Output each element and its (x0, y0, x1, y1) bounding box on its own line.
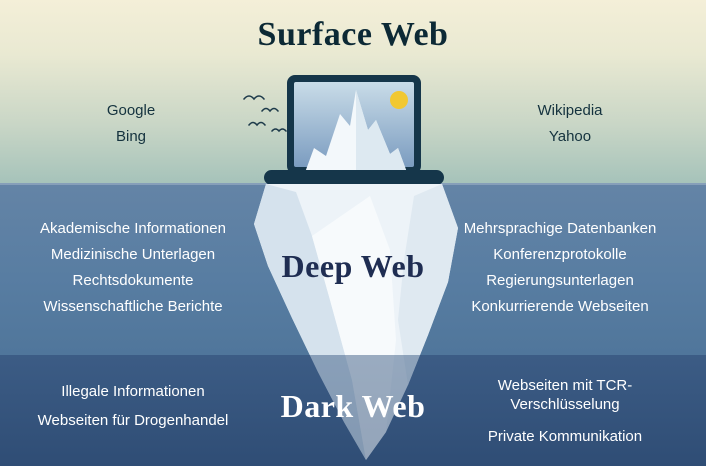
dark-left-list: Illegale Informationen Webseiten für Dro… (13, 382, 253, 431)
deep-left-list: Akademische Informationen Medizinische U… (13, 216, 253, 320)
surface-right-item: Wikipedia (537, 102, 603, 119)
iceberg-icon (254, 184, 458, 355)
birds-icon (243, 95, 287, 133)
surface-left-list: Google Bing (41, 98, 221, 150)
deep-right-item: Mehrsprachige Datenbanken (463, 220, 657, 237)
surface-left-item: Google (106, 102, 156, 119)
surface-left-item: Bing (115, 128, 147, 145)
sun-icon (390, 91, 408, 109)
deep-right-item: Regierungsunterlagen (486, 272, 634, 289)
dark-left-item: Illegale Informationen (61, 383, 205, 400)
dark-web-title: Dark Web (280, 388, 426, 424)
deep-left-item: Akademische Informationen (40, 220, 226, 237)
iceberg-tip (300, 90, 412, 186)
laptop-base (264, 170, 444, 185)
deep-right-item: Konferenzprotokolle (493, 246, 627, 263)
dark-right-item: Private Kommunikation (487, 428, 643, 445)
deep-left-item: Medizinische Unterlagen (50, 246, 216, 263)
deep-left-item: Rechtsdokumente (72, 272, 194, 289)
deep-left-item: Wissenschaftliche Berichte (43, 298, 223, 315)
deep-web-title: Deep Web (281, 248, 425, 284)
surface-web-title: Surface Web (257, 16, 449, 53)
surface-right-item: Yahoo (548, 128, 592, 145)
dark-left-item: Webseiten für Drogenhandel (37, 412, 229, 429)
dark-right-item: Webseiten mit TCR-Verschlüsselung (497, 377, 633, 413)
dark-right-list: Webseiten mit TCR-Verschlüsselung Privat… (458, 376, 672, 446)
surface-right-list: Wikipedia Yahoo (480, 98, 660, 150)
deep-right-list: Mehrsprachige Datenbanken Konferenzproto… (440, 216, 680, 320)
iceberg-deep-part (309, 355, 420, 460)
deep-right-item: Konkurrierende Webseiten (471, 298, 649, 315)
